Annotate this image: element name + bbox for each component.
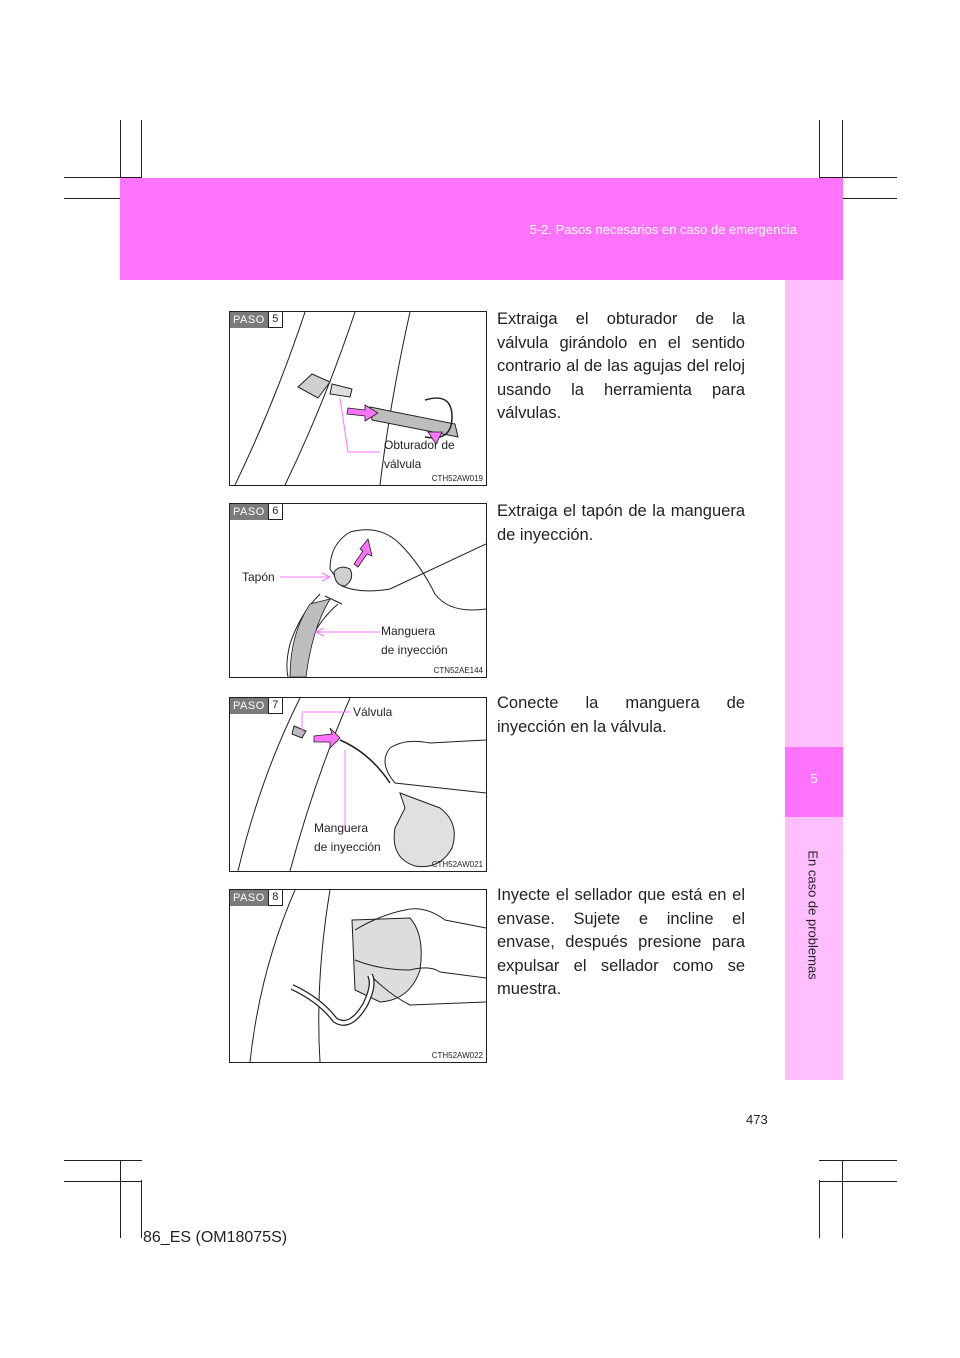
callout-injection-hose: Manguera de inyección (314, 821, 381, 854)
step-badge-word: PASO (230, 312, 268, 328)
step-8-figure: PASO 8 CTH52AW022 (229, 889, 487, 1063)
chapter-number-block: 5 (785, 747, 843, 817)
document-code: 86_ES (OM18075S) (143, 1229, 288, 1246)
sealant-injection-illustration (249, 890, 486, 1062)
figure-code: CTN52AE144 (433, 666, 483, 675)
figure-code: CTH52AW021 (431, 860, 483, 869)
figure-code: CTH52AW022 (431, 1051, 483, 1060)
figure-code: CTH52AW019 (431, 474, 483, 483)
step-badge: PASO 5 (230, 312, 283, 328)
step-8-text: Inyecte el sellador que está en el envas… (497, 886, 745, 998)
valve-core-removal-illustration (234, 312, 459, 485)
chapter-label-text: En caso de problemas (805, 850, 821, 980)
step-badge-number: 5 (267, 312, 283, 328)
cap-removal-illustration (280, 529, 486, 677)
step-badge: PASO 6 (230, 504, 283, 520)
header-band: 5-2. Pasos necesarios en caso de emergen… (120, 178, 843, 280)
callout-injection-hose: Manguera de inyección (381, 624, 448, 657)
step-6-figure: PASO 6 Tapón Manguera de inyección CTN52… (229, 503, 487, 678)
step-badge-word: PASO (230, 698, 268, 714)
chapter-side-tab[interactable]: 5 En caso de problemas (785, 280, 843, 1080)
step-badge: PASO 8 (230, 890, 283, 906)
callout-valve: Válvula (353, 705, 393, 719)
step-badge-number: 7 (267, 698, 283, 714)
hose-connection-illustration (237, 698, 486, 871)
callout-cap: Tapón (242, 570, 275, 584)
page-number: 473 (746, 1112, 768, 1127)
step-badge-word: PASO (230, 890, 268, 906)
step-badge: PASO 7 (230, 698, 283, 714)
step-badge-number: 8 (267, 890, 283, 906)
chapter-number: 5 (810, 771, 818, 786)
step-7-figure: PASO 7 Válvula Manguera de inyección CTH… (229, 697, 487, 872)
section-title: 5-2. Pasos necesarios en caso de emergen… (529, 222, 797, 237)
step-5-text: Extraiga el obturador de la válvula girá… (497, 310, 745, 422)
callout-valve-core: Obturador de válvula (384, 438, 455, 471)
step-6-text: Extraiga el tapón de la manguera de inye… (497, 502, 745, 544)
chapter-label: En caso de problemas (793, 835, 833, 995)
step-badge-word: PASO (230, 504, 268, 520)
step-badge-number: 6 (267, 504, 283, 520)
step-7-text: Conecte la manguera de inyección en la v… (497, 694, 745, 736)
step-5-figure: PASO 5 Obturador de válvula CTH52AW019 (229, 311, 487, 486)
